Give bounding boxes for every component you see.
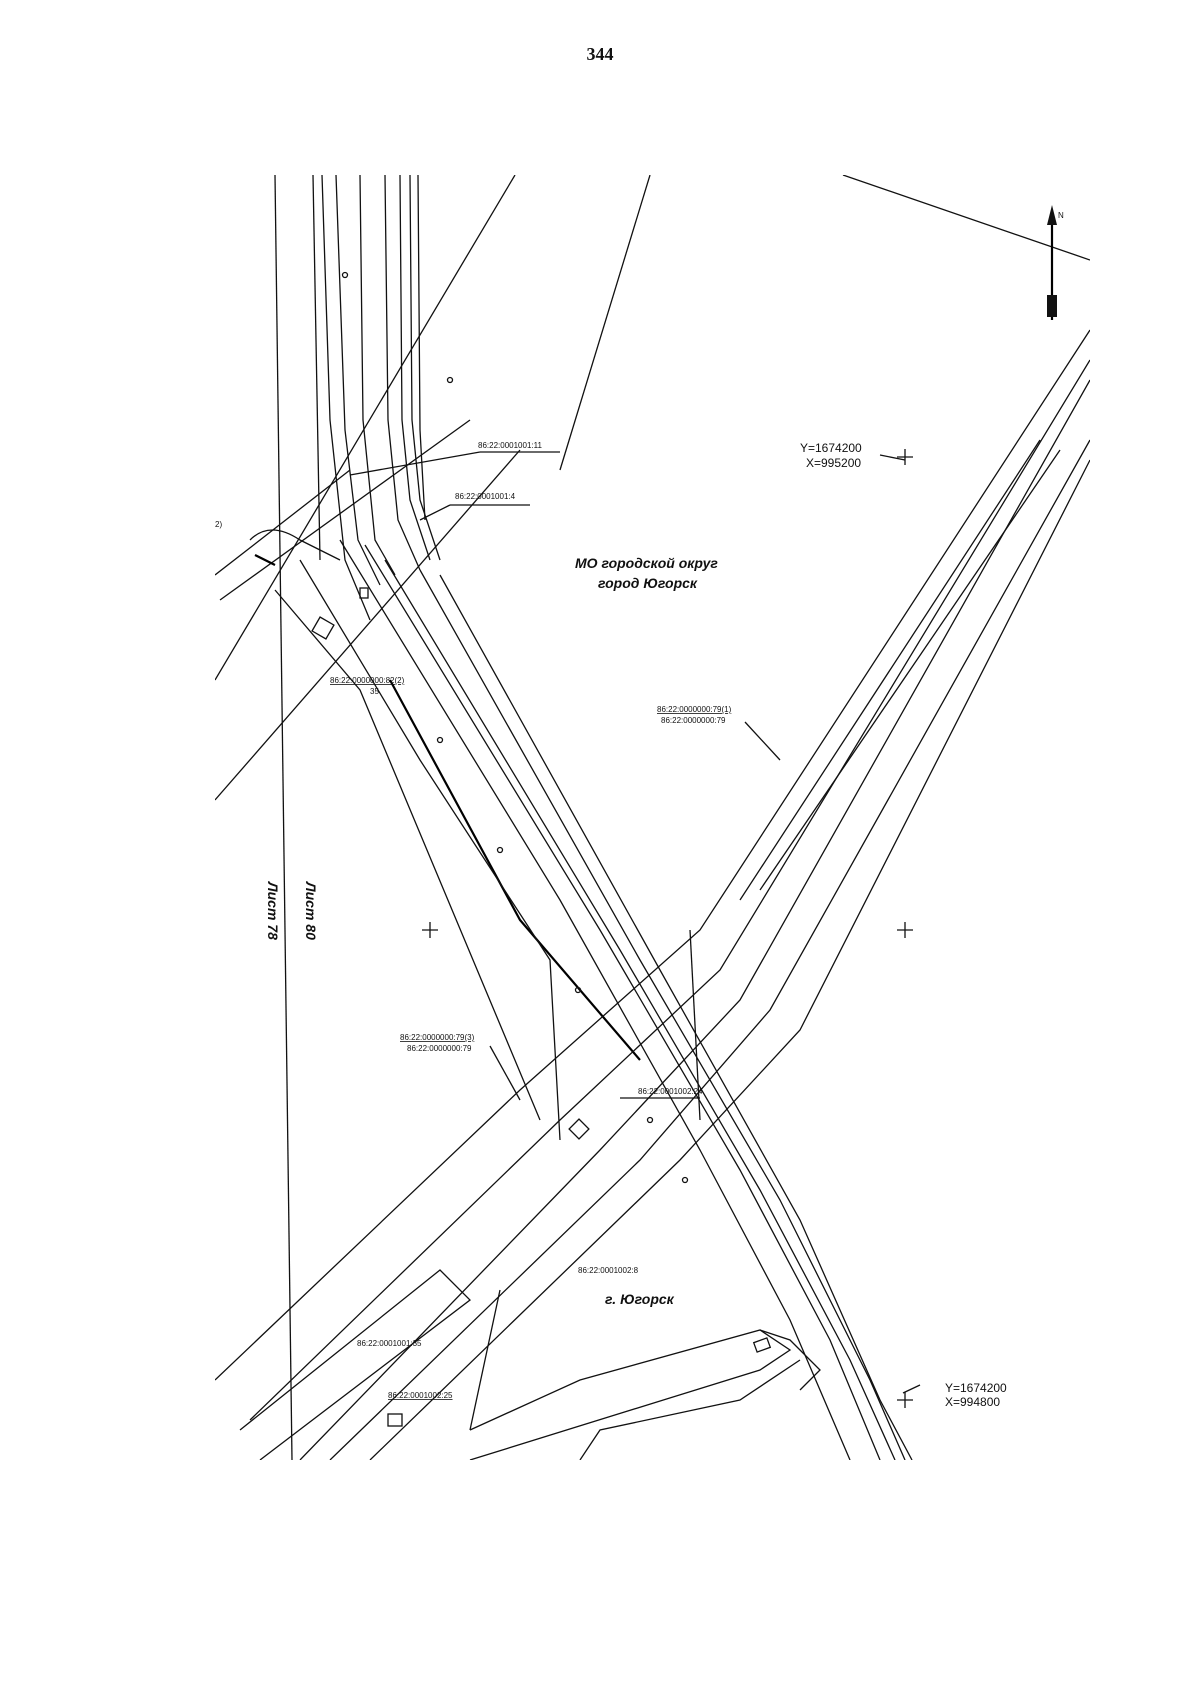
parcel-label: 86:22:0001001:11	[478, 441, 542, 450]
parcel-label: 86:22:0000000:79	[661, 716, 726, 725]
map-linework	[215, 175, 1090, 1460]
page-number: 344	[586, 44, 614, 64]
sheet-80-label: Лист 80	[303, 881, 319, 940]
north-arrow-label: N	[1058, 211, 1064, 220]
coord-top-y: Y=1674200	[800, 441, 862, 455]
parcel-label: 86:22:0001002:8	[578, 1266, 639, 1275]
municipality-label-line2: город Югорск	[598, 575, 698, 591]
parcel-label: 86:22:0001001:35	[357, 1339, 422, 1348]
edge-mark-label: 2)	[215, 520, 222, 529]
north-arrow-icon: N	[1047, 205, 1064, 320]
parcel-label: 86:22:0000000:79	[407, 1044, 472, 1053]
town-label: г. Югорск	[605, 1291, 675, 1307]
coord-top-x: X=995200	[806, 456, 861, 470]
parcel-label: 86:22:0000000:79(1)	[657, 705, 732, 714]
coord-bottom-y: Y=1674200	[945, 1381, 1007, 1395]
coord-bottom-x: X=994800	[945, 1395, 1000, 1409]
sheet-78-label: Лист 78	[265, 881, 281, 940]
municipality-label-line1: МО городской округ	[575, 555, 718, 571]
parcel-label: 86:22:0001002:25	[388, 1391, 453, 1400]
parcel-label: 86:22:0001001:4	[455, 492, 516, 501]
parcel-label: 86:22:0001002:24	[638, 1087, 703, 1096]
parcel-label: 35	[370, 687, 379, 696]
parcel-label: 86:22:0000000:79(3)	[400, 1033, 475, 1042]
parcel-label: 86:22:0000000:82(2)	[330, 676, 405, 685]
